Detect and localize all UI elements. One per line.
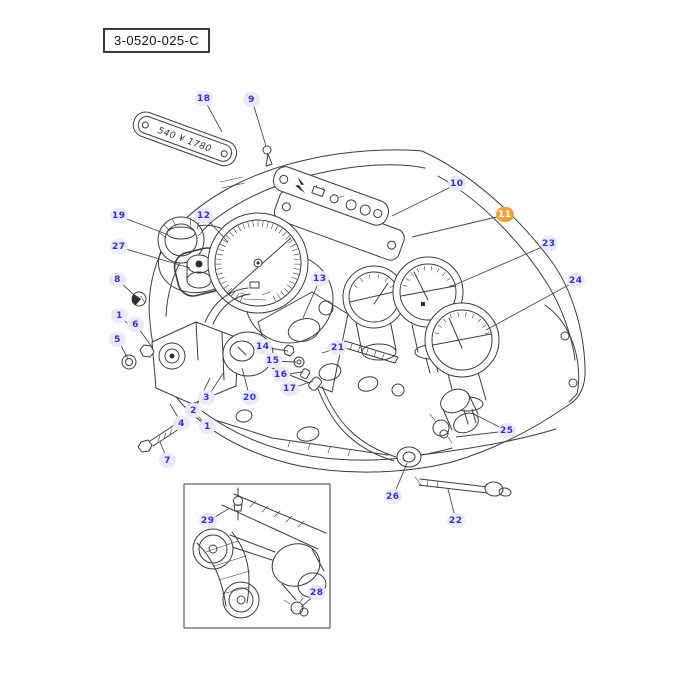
fuel-gauge [342,265,406,361]
callout-19[interactable]: 19 [110,208,128,223]
callout-16[interactable]: 16 [272,367,290,382]
callout-2[interactable]: 2 [185,403,202,418]
callout-18[interactable]: 18 [195,91,213,106]
callout-7[interactable]: 7 [159,453,176,468]
speedometer-cable [414,476,512,497]
sender-unit-with-bulbs [429,388,479,444]
callout-25[interactable]: 25 [498,423,516,438]
callout-15[interactable]: 15 [264,353,282,368]
pressure-gauge [424,302,500,425]
callout-1[interactable]: 1 [111,308,128,323]
drawing-number-box: 3-0520-025-C [103,28,211,53]
screw-pin [262,145,273,167]
callout-9[interactable]: 9 [243,92,260,107]
callout-6[interactable]: 6 [127,317,144,332]
callout-17[interactable]: 17 [281,381,299,396]
washer [121,354,137,370]
callout-26[interactable]: 26 [384,489,402,504]
callout-5[interactable]: 5 [109,332,126,347]
callout-28[interactable]: 28 [308,585,326,600]
callout-20[interactable]: 20 [241,390,259,405]
callout-8[interactable]: 8 [109,272,126,287]
oil-icon [329,194,345,204]
callout-3[interactable]: 3 [198,390,215,405]
temperature-sensor [233,487,243,521]
oil-pressure-sender [283,597,309,617]
nut [283,344,295,357]
callout-1[interactable]: 1 [199,419,216,434]
bulb-socket [432,419,450,437]
callout-23[interactable]: 23 [540,236,558,251]
warning-light-strip [272,166,389,226]
mounting-bolt [137,423,180,453]
callout-21[interactable]: 21 [329,340,347,355]
indicator-lamp-icon [359,204,371,216]
lightning-icon [295,176,306,194]
grommet [396,446,422,468]
tachometer-gauge [207,212,334,344]
callout-4[interactable]: 4 [173,416,190,431]
drive-cable [308,376,397,462]
callout-22[interactable]: 22 [447,513,465,528]
clip-grommet [131,291,147,307]
callout-10[interactable]: 10 [448,176,466,191]
callout-29[interactable]: 29 [199,513,217,528]
battery-icon [311,184,326,198]
engine-inset [183,483,331,629]
indicator-lamp-icon [345,199,357,211]
callout-24[interactable]: 24 [567,273,585,288]
wiring-harness [214,419,557,457]
callout-13[interactable]: 13 [311,271,329,286]
callout-12[interactable]: 12 [195,208,213,223]
callout-14[interactable]: 14 [254,339,272,354]
callout-11-selected[interactable]: 11 [496,207,514,222]
belt-and-pulleys [192,528,327,619]
callout-27[interactable]: 27 [110,239,128,254]
